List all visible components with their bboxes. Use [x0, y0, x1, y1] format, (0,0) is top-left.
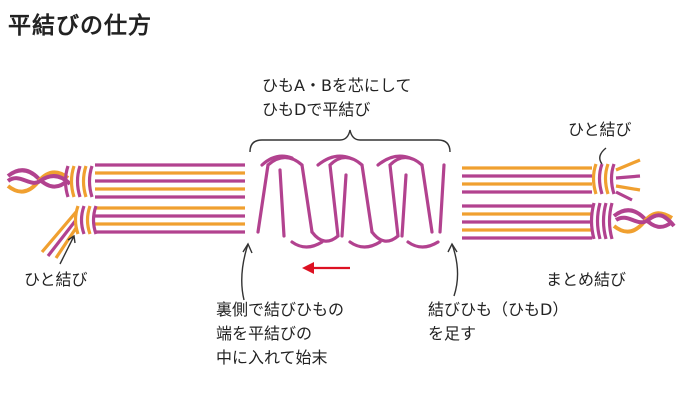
right-upper-strands [462, 166, 592, 194]
right-gather-wrap [589, 202, 614, 240]
left-upper-strands [95, 163, 245, 199]
right-half-hitch [591, 163, 616, 195]
core-note-label: ひもA・Bを芯にして ひもDで平結び [262, 76, 412, 119]
right-lower-strands [462, 204, 592, 240]
tying-cord-note-label: 結びひも（ひもD） を足す [428, 300, 569, 343]
half-hitch-left-label: ひと結び [24, 270, 88, 289]
left-half-hitch [73, 205, 98, 235]
finish-note-label: 裏側で結びひもの 端を平結びの 中に入れて始末 [216, 300, 345, 367]
pointer-arrows [59, 147, 607, 301]
left-lower-strands [95, 206, 245, 234]
flat-knot-zigzag [256, 154, 446, 249]
section-brace [249, 129, 451, 153]
left-braid [6, 168, 72, 194]
left-upper-wrap [63, 165, 94, 198]
page-title: 平結びの仕方 [8, 13, 152, 39]
gather-knot-label: まとめ結び [546, 270, 627, 289]
direction-arrow [302, 262, 350, 274]
right-braid [612, 208, 676, 234]
left-lower-tail [40, 210, 78, 259]
half-hitch-top-label: ひと結び [568, 120, 632, 139]
right-upper-tail [615, 158, 641, 202]
